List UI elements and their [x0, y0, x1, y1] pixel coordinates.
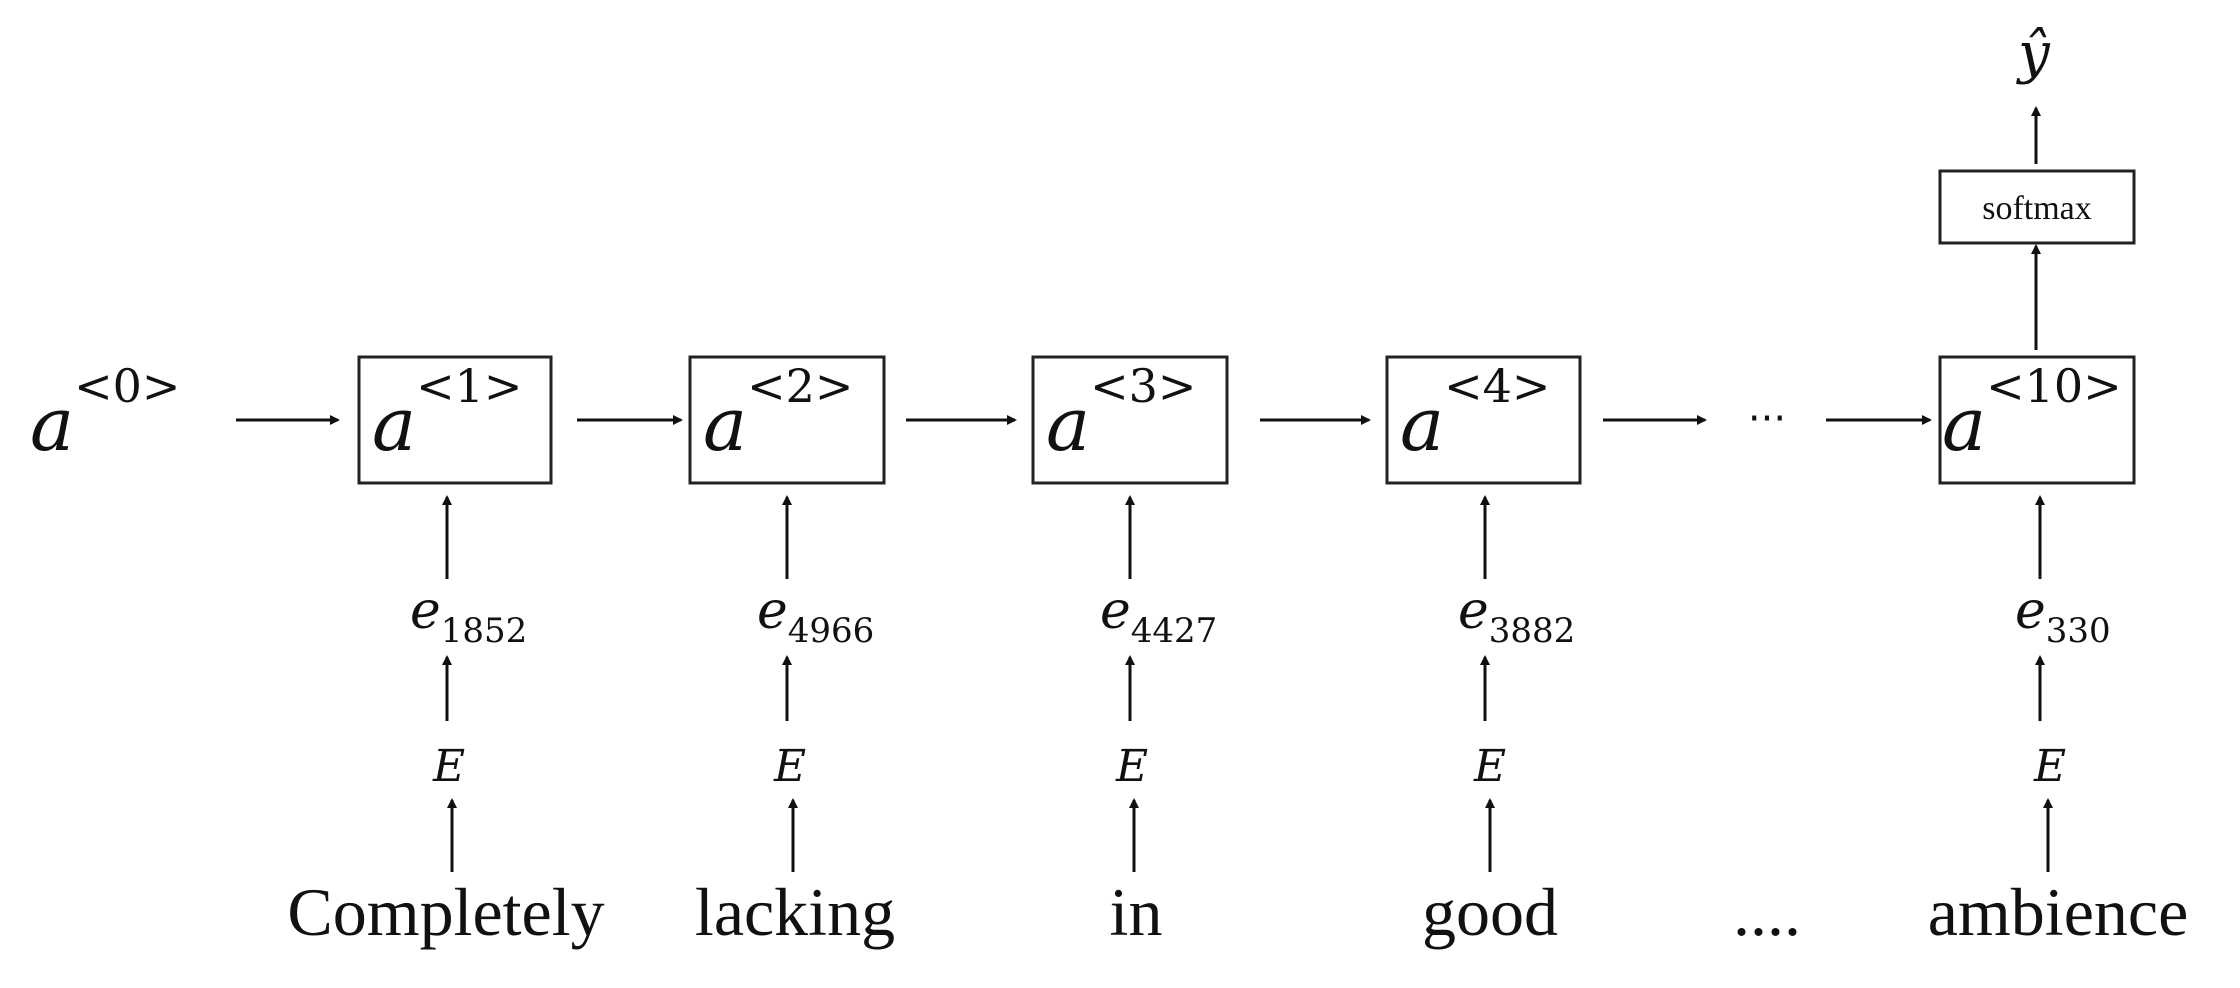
- svg-text:a<2>: a<2>: [703, 359, 853, 468]
- rnn-cell-1: a<1>: [357, 355, 553, 485]
- embedding-matrix-label: E: [432, 741, 465, 792]
- embedding-label: e1852: [410, 581, 527, 651]
- embedding-matrix-label: E: [2033, 741, 2066, 792]
- embedding-matrix-label: E: [1115, 741, 1148, 792]
- input-columns: [442, 495, 2053, 872]
- rnn-cell-10: a<10>: [1938, 355, 2136, 485]
- embedding-matrix-label: E: [1473, 741, 1506, 792]
- rnn-cell-2: a<2>: [688, 355, 886, 485]
- initial-state-label: a<0>: [30, 359, 180, 468]
- input-word: Completely: [287, 874, 604, 950]
- svg-text:a<3>: a<3>: [1046, 359, 1196, 468]
- embedding-label: e4427: [1100, 581, 1217, 651]
- svg-text:a<1>: a<1>: [372, 359, 522, 468]
- input-word: lacking: [695, 874, 895, 950]
- svg-text:a<4>: a<4>: [1400, 359, 1550, 468]
- input-word: ambience: [1928, 874, 2189, 950]
- rnn-cell-4: a<4>: [1385, 355, 1582, 485]
- input-word: in: [1110, 874, 1163, 950]
- embedding-label: e4966: [757, 581, 874, 651]
- embedding-label: e330: [2015, 581, 2111, 651]
- input-word: good: [1422, 874, 1558, 950]
- cells-ellipsis: ···: [1748, 396, 1786, 442]
- output-yhat: ŷ: [2015, 21, 2051, 86]
- words-ellipsis: ....: [1733, 874, 1801, 950]
- svg-text:softmax: softmax: [1982, 190, 2092, 227]
- softmax-box: softmax: [1938, 169, 2136, 245]
- embedding-label: e3882: [1458, 581, 1575, 651]
- rnn-cell-3: a<3>: [1031, 355, 1229, 485]
- embedding-matrix-label: E: [773, 741, 806, 792]
- svg-text:a<10>: a<10>: [1942, 359, 2122, 468]
